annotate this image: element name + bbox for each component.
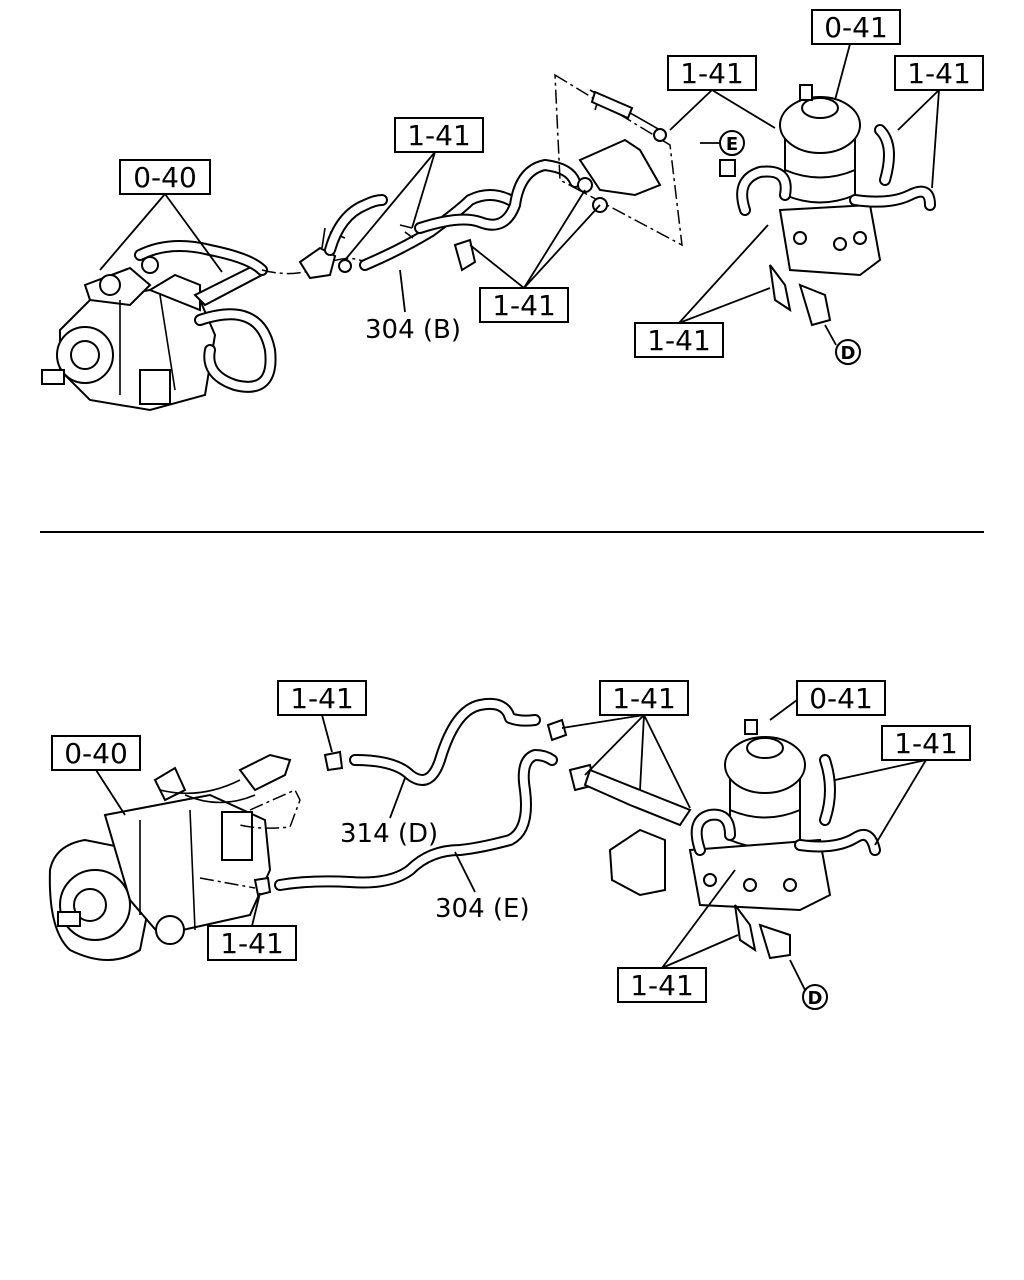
svg-text:E: E — [726, 134, 738, 155]
callout-1-41-top-mid: 1-41 — [469, 189, 601, 323]
bottom-view: 0-40 1-41 1-41 0-41 1-41 1-41 — [48, 680, 971, 1010]
callout-1-41-bottom-upper-left: 1-41 — [277, 680, 367, 753]
callout-text-1-41-top-lower-right: 1-41 — [647, 324, 711, 357]
part-label-304b: 304 (B) — [365, 315, 461, 345]
callout-text-0-40-top: 0-40 — [133, 161, 197, 194]
connector-e: E — [700, 130, 745, 156]
fuel-filter-bottom — [688, 719, 832, 912]
callout-text-1-41-bottom-lower-right: 1-41 — [630, 969, 694, 1002]
callout-text-0-41-bottom: 0-41 — [809, 682, 873, 715]
callout-1-41-bottom-lower-right: 1-41 — [617, 869, 739, 1003]
callout-text-1-41-bottom-right: 1-41 — [894, 727, 958, 760]
connector-d-top: D — [824, 324, 861, 365]
callout-0-40-top: 0-40 — [99, 159, 223, 273]
callout-text-1-41-top-right-b: 1-41 — [907, 57, 971, 90]
callout-0-41-bottom: 0-41 — [769, 680, 886, 721]
callout-0-41-top: 0-41 — [811, 9, 901, 101]
callout-1-41-top-right-a: 1-41 — [667, 55, 776, 131]
svg-text:D: D — [808, 988, 823, 1009]
callout-text-1-41-top-mid: 1-41 — [492, 289, 556, 322]
callout-1-41-top-lower-right: 1-41 — [634, 224, 771, 358]
callout-1-41-top-right-b: 1-41 — [894, 55, 984, 189]
callout-text-0-41-top: 0-41 — [824, 11, 888, 44]
callout-text-1-41-top-center: 1-41 — [407, 119, 471, 152]
callout-1-41-bottom-right: 1-41 — [834, 725, 971, 846]
callout-1-41-bottom-lower-left: 1-41 — [207, 892, 297, 961]
callout-1-41-bottom-upper-center: 1-41 — [561, 680, 691, 809]
svg-text:D: D — [841, 343, 856, 364]
callout-text-1-41-top-right-a: 1-41 — [680, 57, 744, 90]
top-view: 0-40 0-41 1-41 1-41 1-41 1-41 — [41, 9, 984, 412]
callout-text-1-41-bottom-upper-left: 1-41 — [290, 682, 354, 715]
connector-d-bottom: D — [789, 959, 828, 1010]
callout-text-1-41-bottom-lower-left: 1-41 — [220, 927, 284, 960]
callout-text-1-41-bottom-upper-center: 1-41 — [612, 682, 676, 715]
callout-1-41-top-center: 1-41 — [344, 117, 484, 261]
fuel-filter-top — [778, 84, 882, 277]
callout-text-0-40-bottom: 0-40 — [64, 737, 128, 770]
injection-pump-top — [41, 256, 264, 412]
part-label-314d: 314 (D) — [340, 819, 438, 849]
part-label-304e: 304 (E) — [435, 894, 530, 924]
callout-0-40-bottom: 0-40 — [51, 735, 141, 816]
joint-center-top — [298, 227, 352, 280]
